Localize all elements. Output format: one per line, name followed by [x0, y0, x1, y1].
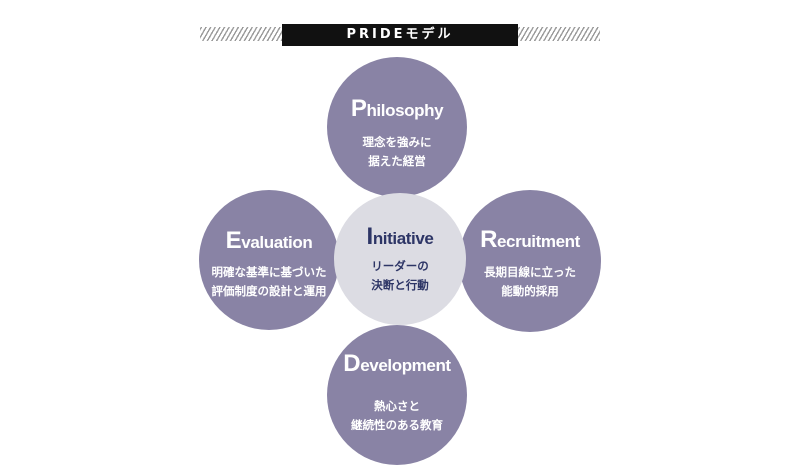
recruitment-description-line-2: 能動的採用 — [501, 284, 559, 298]
initiative-description-line-2: 決断と行動 — [371, 278, 429, 292]
initiative-description-line-1: リーダーの — [371, 259, 429, 273]
development-description-line-2: 継続性のある教育 — [351, 418, 443, 432]
development-description: 熱心さと 継続性のある教育 — [327, 397, 467, 435]
development-description-line-1: 熱心さと — [374, 399, 420, 413]
evaluation-description-line-1: 明確な基準に基づいた — [211, 265, 327, 279]
philosophy-description-line-2: 据えた経営 — [368, 154, 426, 168]
evaluation-label: Evaluation — [199, 227, 339, 255]
initiative-label-rest: nitiative — [372, 229, 434, 248]
initiative-circle: Initiative リーダーの 決断と行動 — [334, 193, 466, 325]
philosophy-circle: Philosophy 理念を強みに 据えた経営 — [327, 57, 467, 197]
development-initial: D — [343, 350, 361, 377]
recruitment-description-line-1: 長期目線に立った — [484, 265, 576, 279]
philosophy-initial: P — [350, 95, 367, 122]
title-hatch-left — [200, 27, 282, 41]
development-label-rest: evelopment — [360, 356, 451, 375]
evaluation-description: 明確な基準に基づいた 評価制度の設計と運用 — [199, 263, 339, 301]
philosophy-label-rest: hilosophy — [366, 101, 444, 120]
initiative-label: Initiative — [334, 223, 466, 251]
philosophy-label: Philosophy — [327, 95, 467, 123]
philosophy-description-line-1: 理念を強みに — [362, 135, 432, 149]
development-label: Development — [327, 350, 467, 378]
initiative-description: リーダーの 決断と行動 — [334, 257, 466, 295]
evaluation-circle: Evaluation 明確な基準に基づいた 評価制度の設計と運用 — [199, 190, 339, 330]
evaluation-initial: E — [225, 227, 242, 254]
development-circle: Development 熱心さと 継続性のある教育 — [327, 325, 467, 465]
recruitment-circle: Recruitment 長期目線に立った 能動的採用 — [459, 190, 601, 332]
evaluation-description-line-2: 評価制度の設計と運用 — [211, 284, 327, 298]
recruitment-label-rest: ecruitment — [497, 232, 580, 251]
title-hatch-right — [518, 27, 600, 41]
evaluation-label-rest: valuation — [241, 233, 313, 252]
recruitment-label: Recruitment — [459, 226, 601, 254]
recruitment-description: 長期目線に立った 能動的採用 — [459, 263, 601, 301]
initiative-initial: I — [366, 223, 374, 250]
philosophy-description: 理念を強みに 据えた経営 — [327, 133, 467, 171]
diagram-title: PRIDEモデル — [282, 24, 518, 46]
recruitment-initial: R — [480, 226, 497, 253]
